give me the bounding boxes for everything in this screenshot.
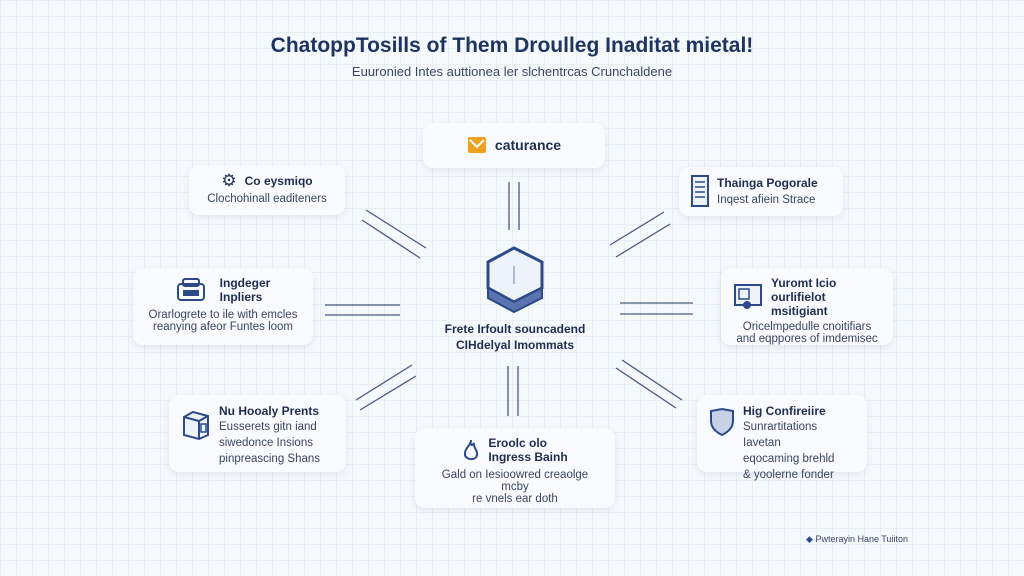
flame-icon	[464, 439, 479, 461]
node-card-mid-left[interactable]: Ingdeger Inpliers Orarlogrete to ile wit…	[133, 268, 313, 345]
monitor-icon	[734, 284, 762, 309]
node-desc-line1: Eusserets gitn iand	[219, 421, 317, 433]
logo-icon: ◆	[806, 534, 813, 544]
node-desc-line2: and eqppores of imdemisec	[736, 333, 878, 345]
node-title-line2: Ingress Bainh	[488, 450, 568, 464]
printer-icon	[176, 278, 205, 301]
node-desc-line1: Sunrartitations Iavetan	[743, 421, 818, 449]
connector-mid-left	[325, 304, 400, 316]
node-title-line1: Ingdeger	[219, 276, 271, 290]
open-box-icon	[486, 246, 544, 314]
node-title: Thainga Pogorale	[717, 176, 818, 190]
node-desc-line1: Gald on Iesioowred creaolge mcby	[441, 469, 589, 493]
connector-top-right	[609, 211, 671, 258]
node-card-bottom-left[interactable]: Nu Hooaly Prents Eusserets gitn iand siw…	[169, 395, 346, 472]
gear-icon: ⚙	[221, 171, 237, 190]
shield-icon	[710, 407, 734, 437]
node-card-bottom-right[interactable]: Hig Confireiire Sunrartitations Iavetan …	[697, 395, 867, 481]
node-desc-line3: pinpreascing Shans	[219, 453, 321, 465]
connector-mid-right	[620, 302, 693, 315]
node-desc-line2: re vnels ear doth	[472, 493, 558, 505]
node-desc: Inqest afiein Strace	[717, 194, 816, 206]
connector-top-left	[361, 209, 427, 259]
node-card-mid-right[interactable]: Yuromt Icio ourlifielot msitigiant Orice…	[721, 268, 893, 345]
connector-bottom-right	[615, 359, 683, 409]
connector-bottom-center	[507, 366, 519, 416]
node-desc-line3: & yoolerne fonder	[743, 469, 834, 481]
document-icon	[691, 175, 709, 207]
node-card-top-left[interactable]: ⚙ Co eysmiqo Clochohinall eaditeners	[189, 165, 345, 215]
node-title-line2: ourlifielot msitigiant	[771, 290, 828, 318]
connector-bottom-left	[355, 364, 417, 411]
node-desc: Clochohinall eaditeners	[207, 193, 327, 205]
node-desc-line1: Orarlogrete to ile with emcles	[148, 309, 298, 321]
page-subtitle: Euuronied Intes auttionea ler slchentrca…	[351, 64, 673, 79]
node-desc-line1: Oricelmpedulle cnoitifiars	[742, 321, 872, 333]
node-desc-line2: reanying afeor Funtes loom	[153, 321, 293, 333]
node-card-top-right[interactable]: Thainga Pogorale Inqest afiein Strace	[679, 167, 843, 216]
node-card-bottom-center[interactable]: Eroolc olo Ingress Bainh Gald on Iesioow…	[415, 428, 615, 508]
node-title: Nu Hooaly Prents	[219, 404, 320, 418]
node-title-line1: Yuromt Icio	[771, 276, 837, 290]
footer-text: Pwterayin Hane Tuiiton	[815, 534, 908, 544]
node-desc-line2: eqocaming brehld	[743, 453, 835, 465]
envelope-icon	[467, 137, 486, 153]
node-title-line2: Inpliers	[219, 290, 263, 304]
cube-icon	[183, 410, 209, 441]
center-title-line1: Frete Irfoult souncadend	[444, 322, 586, 336]
center-title-line2: CIHdelyal Imommats	[455, 338, 575, 352]
node-title: Hig Confireiire	[743, 404, 826, 418]
node-title: caturance	[494, 137, 562, 153]
connector-top	[508, 182, 520, 230]
page-title: ChatoppTosills of Them Droulleg Inaditat…	[270, 34, 754, 57]
node-card-top[interactable]: caturance	[423, 123, 605, 168]
node-title-line1: Eroolc olo	[488, 436, 547, 450]
footer-credit: ◆ Pwterayin Hane Tuiiton	[806, 534, 908, 545]
node-title: Co eysmiqo	[244, 174, 313, 188]
node-desc-line2: siwedonce Insions	[219, 437, 313, 449]
